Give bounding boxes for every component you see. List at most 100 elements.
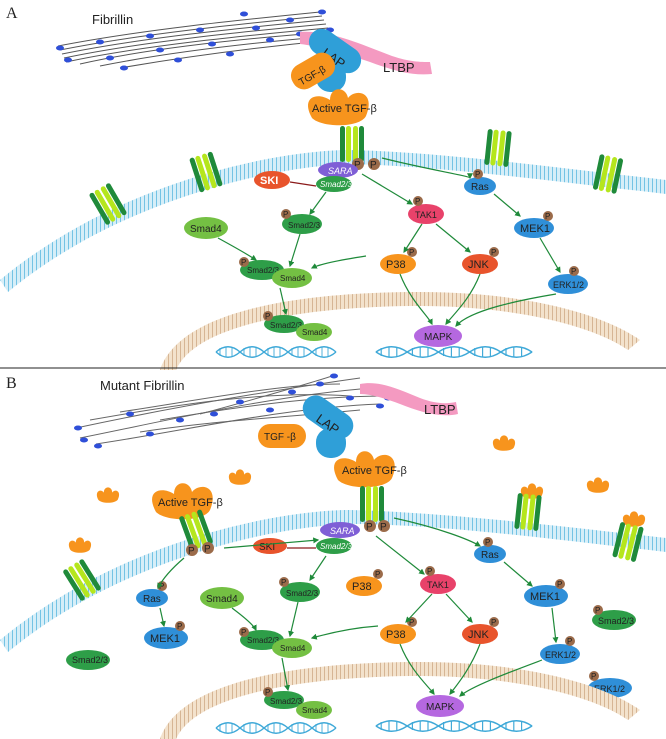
erk-right-b bbox=[540, 644, 580, 664]
receptor-b-2 bbox=[514, 492, 542, 532]
receptor-phospho-b4: P bbox=[380, 522, 387, 533]
nuclear-smad23-b bbox=[264, 691, 304, 709]
p38-label-b: P38 bbox=[386, 629, 406, 641]
free-tgf-b-5 bbox=[586, 477, 610, 493]
erk-right-phospho-b: P bbox=[567, 637, 572, 646]
fibrillin-label-a: Fibrillin bbox=[92, 12, 133, 27]
p38-phospho-b: P bbox=[409, 618, 414, 627]
fibrillin-beads-a bbox=[56, 9, 334, 71]
ras-right-phospho-b: P bbox=[485, 538, 490, 547]
panel-a-letter: A bbox=[6, 5, 18, 22]
smad23-sara-b bbox=[316, 538, 352, 554]
jnk-phospho-a: P bbox=[491, 248, 496, 257]
tak1-label-a: TAK1 bbox=[415, 210, 437, 220]
psmad23-phospho-a: P bbox=[283, 210, 288, 219]
p38-free-b bbox=[346, 576, 382, 596]
smad23-sara-a bbox=[316, 176, 352, 192]
mek1-right-phospho-b: P bbox=[557, 580, 562, 589]
nuclear-smad4-b bbox=[296, 701, 332, 719]
nuclear-smad-phospho-b: P bbox=[265, 688, 270, 697]
free-tgf-b-6 bbox=[622, 511, 646, 527]
sara-a bbox=[318, 162, 358, 178]
mapk-b bbox=[416, 695, 464, 717]
smad-complex-phospho-a: P bbox=[241, 258, 246, 267]
ras-label-a: Ras bbox=[471, 182, 489, 193]
dna-b-2 bbox=[375, 719, 533, 733]
psmad23-phospho-b: P bbox=[281, 578, 286, 587]
mek1-right-label-b: MEK1 bbox=[530, 591, 560, 603]
smad-complex-23-label-a: Smad2/3 bbox=[247, 266, 280, 275]
nuclear-smad4-a bbox=[296, 323, 332, 341]
arrows-a bbox=[217, 157, 561, 327]
smad-complex-4-a bbox=[272, 268, 312, 288]
psmad23-b bbox=[280, 582, 320, 602]
panel-a: A Fibrillin LTBP bbox=[0, 5, 666, 370]
active-tgf-b-1: Active TGF-β bbox=[152, 483, 223, 520]
free-tgf-b-3 bbox=[68, 537, 92, 553]
erk-right-label-b: ERK1/2 bbox=[545, 650, 576, 660]
psmad23-a bbox=[282, 214, 322, 234]
nuclear-smad23-a bbox=[264, 315, 304, 333]
p38-free-phospho-b: P bbox=[375, 570, 380, 579]
mapk-label-b: MAPK bbox=[426, 702, 455, 713]
smad23-sara-label-a: Smad2/3 bbox=[320, 180, 353, 189]
free-tgf-b-4 bbox=[492, 435, 516, 451]
erk-far-right-phospho-b: P bbox=[591, 672, 596, 681]
ras-left-label-b: Ras bbox=[143, 594, 161, 605]
latent-tgf-b bbox=[258, 424, 306, 448]
erk-a bbox=[548, 274, 588, 294]
mek1-right-b bbox=[524, 585, 568, 607]
receptor-a-3 bbox=[484, 128, 512, 168]
jnk-a bbox=[462, 254, 498, 274]
sara-b bbox=[320, 522, 360, 538]
sara-label-b: SARA bbox=[330, 526, 355, 536]
jnk-phospho-b: P bbox=[491, 618, 496, 627]
erk-label-a: ERK1/2 bbox=[553, 280, 584, 290]
dna-a-2 bbox=[375, 345, 533, 359]
ltbp-ribbon-b bbox=[360, 383, 458, 416]
smad-complex-4-label-a: Smad4 bbox=[280, 274, 306, 283]
psmad23-far-right-label-b: Smad2/3 bbox=[598, 616, 634, 626]
smad4-label-b: Smad4 bbox=[206, 594, 238, 605]
nuclear-smad4-label-a: Smad4 bbox=[302, 328, 328, 337]
mek1-left-phospho-b: P bbox=[177, 622, 182, 631]
sara-label-a: SARA bbox=[328, 166, 353, 176]
ras-phospho-a: P bbox=[475, 170, 480, 179]
psmad23-label-b: Smad2/3 bbox=[286, 589, 319, 598]
p38-b bbox=[380, 624, 416, 644]
dna-a-1 bbox=[215, 346, 337, 358]
nuclear-smad23-label-b: Smad2/3 bbox=[270, 697, 303, 706]
smad23-free-left-label-b: Smad2/3 bbox=[72, 655, 108, 665]
p38-phospho-a: P bbox=[409, 248, 414, 257]
psmad23-far-right-b bbox=[592, 610, 636, 630]
ski-label-a: SKI bbox=[260, 175, 278, 187]
nucleus-a bbox=[160, 292, 640, 370]
mek1-left-label-b: MEK1 bbox=[150, 633, 180, 645]
jnk-b bbox=[462, 624, 498, 644]
ras-right-label-b: Ras bbox=[481, 550, 499, 561]
nuclear-smad4-label-b: Smad4 bbox=[302, 706, 328, 715]
mapk-a bbox=[414, 325, 462, 347]
p38-label-a: P38 bbox=[386, 259, 406, 271]
latent-tgf-a bbox=[290, 52, 336, 90]
panel-b: B Mutant Fibrillin LTBP bbox=[0, 373, 666, 739]
nuclear-smad-phospho-a: P bbox=[265, 312, 270, 321]
ltbp-label-a: LTBP bbox=[383, 60, 415, 75]
smad-complex-phospho-b: P bbox=[241, 628, 246, 637]
fibrillin-label-b: Mutant Fibrillin bbox=[100, 378, 185, 393]
tak1-label-b: TAK1 bbox=[427, 580, 449, 590]
mek1-label-a: MEK1 bbox=[520, 223, 550, 235]
receptor-phospho-a1: P bbox=[354, 160, 361, 171]
jnk-label-a: JNK bbox=[468, 259, 489, 271]
smad4-label-a: Smad4 bbox=[190, 224, 222, 235]
nuclear-smad23-label-a: Smad2/3 bbox=[270, 321, 303, 330]
free-tgf-b-1 bbox=[96, 487, 120, 503]
tak1-phospho-b: P bbox=[427, 567, 432, 576]
smad-complex-4-label-b: Smad4 bbox=[280, 644, 306, 653]
psmad23-label-a: Smad2/3 bbox=[288, 221, 321, 230]
erk-phospho-a: P bbox=[571, 267, 576, 276]
smad-complex-23-label-b: Smad2/3 bbox=[247, 636, 280, 645]
ras-right-b bbox=[474, 545, 506, 563]
tak1-a bbox=[408, 204, 444, 224]
